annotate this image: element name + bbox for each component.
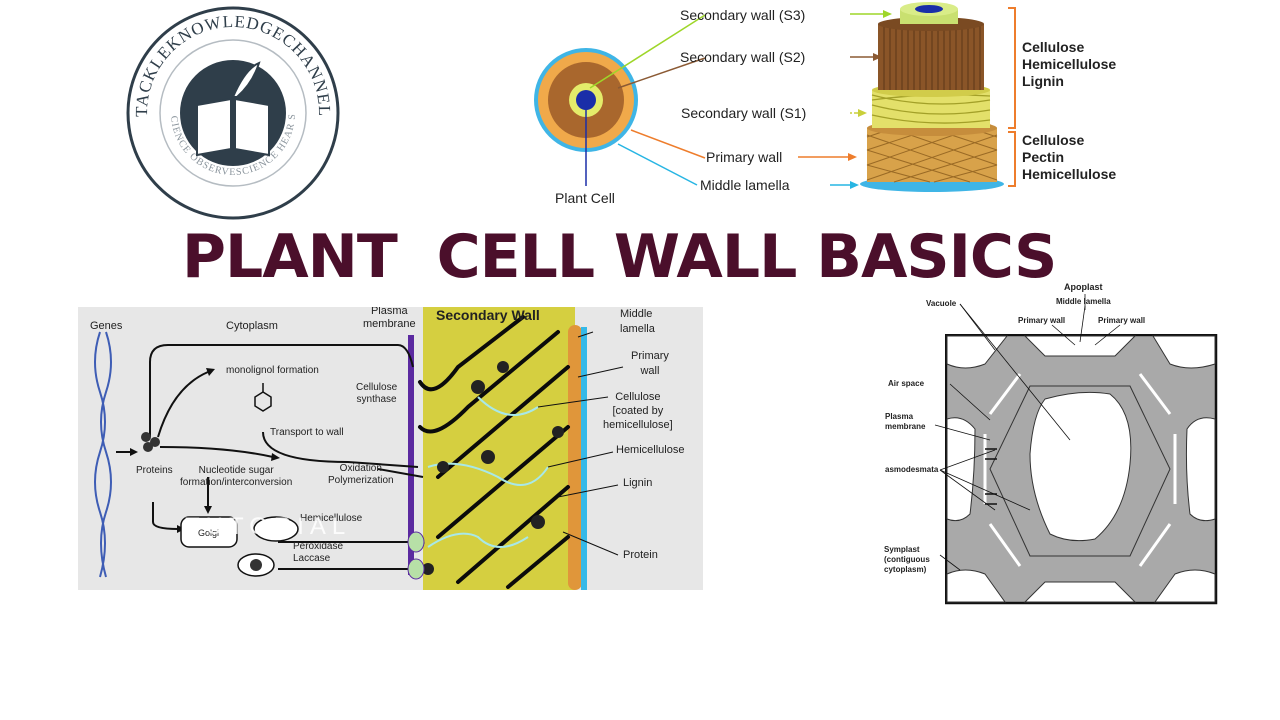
book-icon — [196, 61, 270, 157]
label-tissue-primary-wall-right: Primary wall — [1098, 316, 1146, 325]
label-oxidation: Oxidation Polymerization — [328, 463, 394, 486]
label-cellulose: Cellulose [coated by hemicellulose] — [603, 391, 673, 431]
label-air-space: Air space — [888, 379, 925, 388]
label-middle-lamella: Middle lamella — [620, 308, 655, 335]
label-proteins: Proteins — [136, 465, 173, 476]
biosynthesis-diagram: Genes Cytoplasm Plasma membrane Secondar… — [78, 307, 703, 590]
cellulose-fibers — [418, 315, 570, 589]
component-item: Lignin — [1022, 73, 1064, 89]
label-protein: Protein — [623, 549, 658, 561]
label-vacuole: Vacuole — [926, 299, 957, 308]
tutorial-watermark: TUTORIAL — [185, 513, 352, 540]
primary-wall-components: Cellulose Pectin Hemicellulose — [1022, 132, 1116, 183]
component-item: Cellulose — [1022, 39, 1085, 55]
label-cellulose-synthase: Cellulose synthase — [356, 382, 398, 405]
label-primary-wall: Primary wall — [706, 149, 783, 165]
secondary-wall-components: Cellulose Hemicellulose Lignin — [1022, 39, 1116, 90]
label-primary-wall: Primary wall — [631, 350, 669, 377]
label-s3: Secondary wall (S3) — [680, 7, 806, 23]
label-tissue-primary-wall-left: Primary wall — [1018, 316, 1066, 325]
label-monolignol-formation: monolignol formation — [226, 365, 319, 376]
component-item: Hemicellulose — [1022, 56, 1117, 72]
label-nucleotide-sugar: Nucleotide sugar formation/interconversi… — [180, 465, 293, 488]
label-symplast: Symplast (contiguous cytoplasm) — [884, 545, 930, 574]
plant-tissue-diagram — [944, 333, 1219, 606]
component-item: Pectin — [1022, 149, 1065, 165]
label-middle-lamella: Middle lamella — [700, 177, 790, 193]
label-hemicellulose-vesicle: Hemicellulose — [300, 513, 363, 524]
label-tissue-plasma-membrane: Plasma membrane — [885, 412, 926, 431]
label-plasma-membrane: Plasma membrane — [363, 307, 416, 330]
label-plasmodesmata: asmodesmata — [885, 465, 939, 474]
dna-helix — [94, 331, 112, 578]
page-title: PLANT CELL WALL BASICS — [182, 222, 1057, 292]
label-s1: Secondary wall (S1) — [681, 105, 807, 121]
component-item: Cellulose — [1022, 132, 1085, 148]
component-item: Hemicellulose — [1022, 166, 1117, 182]
cell-cross-section — [534, 48, 638, 186]
label-genes: Genes — [90, 320, 123, 332]
label-secondary-wall: Secondary Wall — [436, 307, 540, 323]
tissue-leader-lines — [934, 294, 1121, 571]
label-transport-to-wall: Transport to wall — [270, 427, 344, 438]
label-tissue-middle-lamella: Middle lamella — [1056, 297, 1111, 306]
label-hemicellulose: Hemicellulose — [616, 444, 685, 456]
label-plant-cell: Plant Cell — [555, 190, 615, 206]
channel-logo: TACKLEKNOWLEDGECHANNEL LEARNSCIENCE OBSE… — [121, 0, 341, 221]
wall-layer-cylinder — [860, 2, 1004, 192]
label-apoplast: Apoplast — [1064, 282, 1103, 292]
cell-wall-layers-diagram — [530, 0, 1230, 215]
label-cytoplasm: Cytoplasm — [226, 320, 278, 332]
label-golgi: Golgi — [198, 528, 220, 538]
label-lignin: Lignin — [623, 477, 653, 489]
label-s2: Secondary wall (S2) — [680, 49, 806, 65]
label-peroxidase: Peroxidase Laccase — [293, 541, 344, 564]
